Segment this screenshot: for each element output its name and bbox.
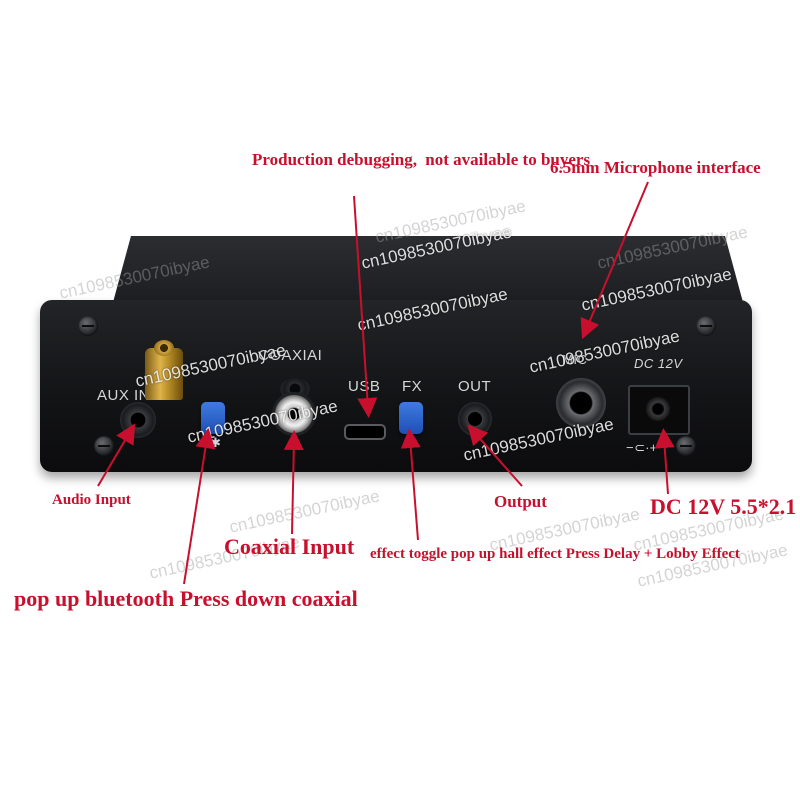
- bluetooth-toggle-note: pop up bluetooth Press down coaxial: [14, 586, 358, 611]
- screw-top-right: [696, 316, 716, 336]
- microphone-note: 6.5mm Microphone interface: [550, 158, 761, 177]
- mic-label: MIC: [562, 352, 588, 367]
- usb-label: USB: [348, 378, 381, 395]
- coaxial-input-jack[interactable]: [272, 392, 316, 436]
- aux-in-jack[interactable]: [120, 402, 156, 438]
- microphone-jack[interactable]: [556, 378, 606, 428]
- coaxial-label: COAXIAI: [258, 347, 323, 364]
- dc-polarity-label: −⊂∙+: [626, 440, 658, 455]
- output-jack[interactable]: [458, 402, 492, 436]
- screw-bottom-left: [94, 436, 114, 456]
- effect-toggle-note: effect toggle pop up hall effect Press D…: [370, 546, 740, 562]
- out-label: OUT: [458, 378, 492, 395]
- watermark: cn1098530070ibyae: [227, 486, 382, 537]
- audio-input-note: Audio Input: [52, 492, 131, 508]
- bluetooth-icon: ✱: [210, 435, 222, 450]
- output-note: Output: [494, 492, 547, 511]
- coaxial-input-note: Coaxial Input: [224, 534, 355, 559]
- fx-toggle-button[interactable]: [399, 402, 423, 434]
- usb-port: [344, 424, 386, 440]
- antenna-connector: [145, 340, 183, 400]
- dc-power-jack[interactable]: [628, 385, 690, 435]
- fx-label: FX: [402, 378, 423, 395]
- dc-label: DC 12V: [634, 356, 683, 371]
- production-debugging-note: Production debugging, not available to b…: [252, 150, 591, 169]
- dc-spec-note: DC 12V 5.5*2.1: [650, 494, 797, 519]
- screw-top-left: [78, 316, 98, 336]
- aux-in-label: AUX IN: [97, 387, 151, 404]
- screw-bottom-right: [676, 436, 696, 456]
